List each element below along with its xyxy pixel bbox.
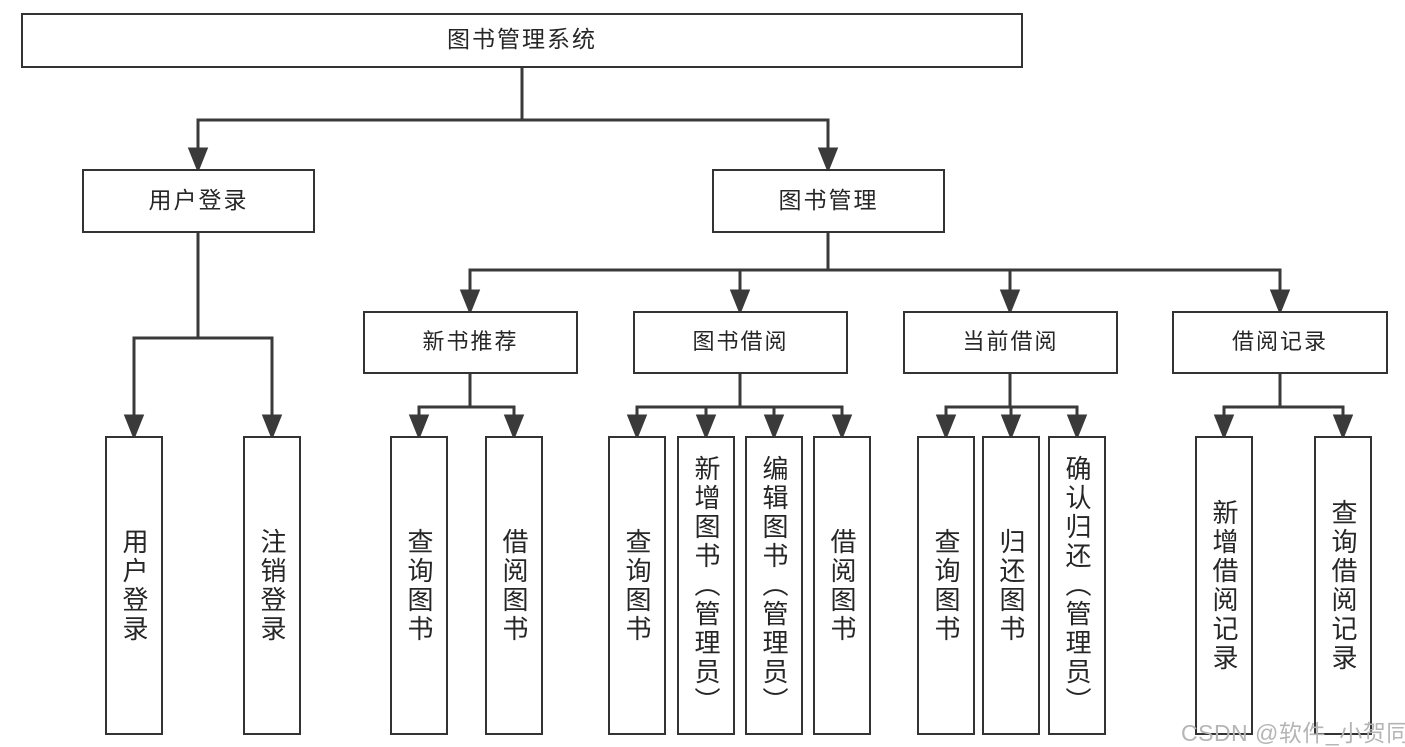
arrow-down-icon: [187, 147, 209, 174]
arrow-down-icon: [1000, 414, 1022, 441]
arrow-down-icon: [831, 414, 853, 441]
leaf-add-borrow-record: 新增借阅记录: [1195, 436, 1253, 735]
leaf-query-books-borrow: 查询图书: [608, 436, 666, 735]
arrow-down-icon: [459, 289, 481, 316]
arrow-down-icon: [408, 414, 430, 441]
node-book-management: 图书管理: [712, 169, 945, 233]
node-root: 图书管理系统: [21, 13, 1023, 68]
leaf-query-borrow-record: 查询借阅记录: [1314, 436, 1372, 735]
arrow-down-icon: [695, 414, 717, 441]
arrow-down-icon: [817, 147, 839, 174]
arrow-down-icon: [729, 289, 751, 316]
watermark-text: CSDN @软件_小贺同学: [1181, 720, 1405, 746]
arrow-down-icon: [1332, 414, 1354, 441]
arrow-down-icon: [1066, 414, 1088, 441]
arrow-down-icon: [999, 289, 1021, 316]
connector-root-branch: [187, 66, 839, 174]
arrow-down-icon: [503, 414, 525, 441]
leaf-borrow-books-recommend: 借阅图书: [485, 436, 543, 735]
arrow-down-icon: [123, 414, 145, 441]
leaf-edit-book-admin: 编辑图书（管理员）: [745, 436, 803, 735]
connector-user-login-branch: [123, 231, 283, 441]
arrow-down-icon: [1269, 289, 1291, 316]
leaf-logout: 注销登录: [243, 436, 301, 735]
node-current-borrow: 当前借阅: [903, 311, 1118, 374]
arrow-down-icon: [261, 414, 283, 441]
node-new-book-recommend: 新书推荐: [363, 311, 578, 374]
connector-book-borrow-branch: [626, 372, 853, 441]
arrow-down-icon: [763, 414, 785, 441]
node-borrow-records: 借阅记录: [1172, 311, 1388, 374]
leaf-query-books-current: 查询图书: [917, 436, 975, 735]
arrow-down-icon: [1213, 414, 1235, 441]
arrow-down-icon: [935, 414, 957, 441]
leaf-borrow-books: 借阅图书: [813, 436, 871, 735]
connector-current-borrow-branch: [935, 372, 1088, 441]
node-user-login: 用户登录: [82, 169, 315, 233]
connector-book-management-branch: [459, 231, 1291, 316]
connector-borrow-records-branch: [1213, 372, 1354, 441]
arrow-down-icon: [626, 414, 648, 441]
leaf-user-login: 用户登录: [105, 436, 163, 735]
leaf-confirm-return-admin: 确认归还（管理员）: [1048, 436, 1106, 735]
leaf-return-book: 归还图书: [982, 436, 1040, 735]
connector-new-book-recommend-branch: [408, 372, 525, 441]
leaf-add-book-admin: 新增图书（管理员）: [677, 436, 735, 735]
node-book-borrow: 图书借阅: [633, 311, 848, 374]
leaf-query-books-recommend: 查询图书: [390, 436, 448, 735]
